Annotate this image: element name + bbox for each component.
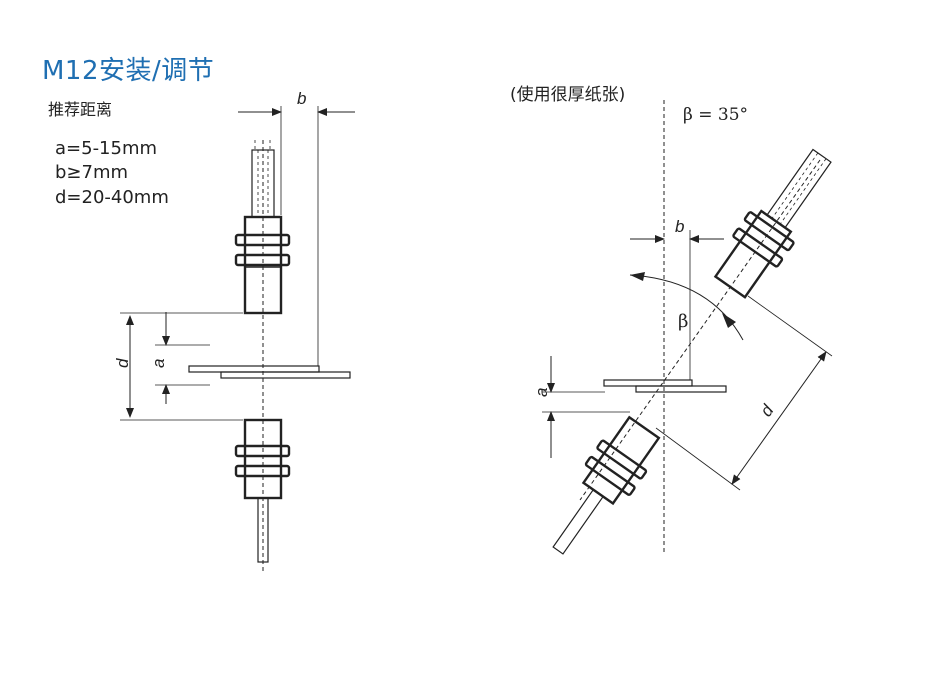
spec-d: d=20-40mm [55, 187, 169, 208]
upper-angled-sensor [713, 148, 832, 299]
dim-b-label-left: b [297, 89, 306, 108]
paper-sheet-upper [188, 365, 320, 373]
beta-angle-label: β [678, 311, 688, 332]
recommended-distance-heading: 推荐距离 [48, 100, 113, 119]
dim-d-label-left: d [113, 358, 132, 368]
lower-sensor [234, 418, 291, 563]
dim-a-label-right: a [532, 388, 551, 397]
lower-angled-sensor [552, 415, 661, 555]
left-diagram [120, 106, 355, 572]
paper-sheet-right-upper [603, 379, 693, 387]
thick-paper-note: (使用很厚纸张) [510, 85, 626, 105]
right-diagram [542, 100, 833, 555]
upper-sensor [234, 140, 291, 315]
paper-sheet-lower [220, 371, 351, 379]
spec-a: a=5-15mm [55, 138, 158, 159]
page-title: M12安装/调节 [42, 56, 215, 86]
dim-b-label-right: b [675, 217, 684, 236]
spec-b: b≥7mm [55, 162, 129, 183]
dim-a-label-left: a [149, 359, 168, 368]
paper-sheet-right-lower [635, 385, 727, 393]
beta-value-label: β = 35° [683, 105, 748, 125]
dim-d-label-right: d [756, 401, 777, 420]
